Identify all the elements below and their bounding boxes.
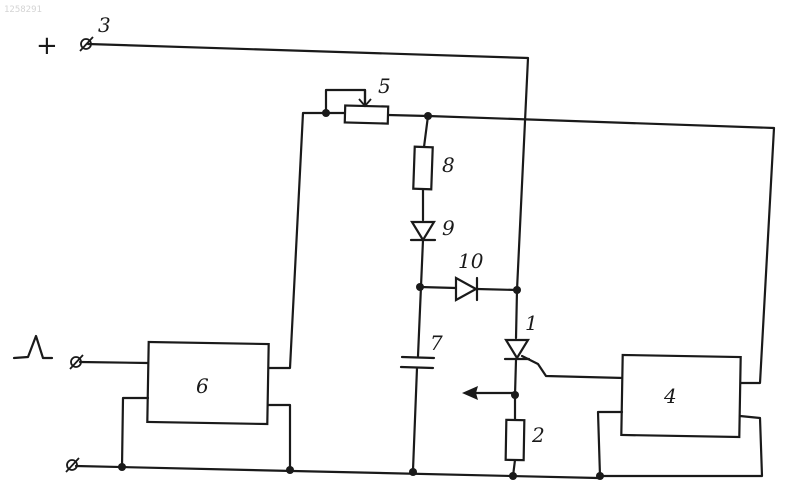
pulse-input-icon — [14, 336, 52, 358]
diode-9 — [411, 222, 435, 240]
plus-sign: + — [36, 31, 58, 61]
label-9: 9 — [442, 216, 455, 240]
terminal-input — [70, 355, 83, 369]
resistor-8 — [413, 147, 432, 190]
label-5: 5 — [378, 74, 391, 98]
junction-dot — [409, 468, 417, 476]
label-6: 6 — [196, 374, 209, 398]
junction-dot — [511, 391, 519, 399]
label-4: 4 — [663, 384, 677, 408]
junction-dot — [416, 283, 424, 291]
label-2: 2 — [531, 423, 545, 447]
label-10: 10 — [458, 249, 484, 273]
resistor-2 — [506, 420, 525, 460]
block-4 — [598, 355, 762, 476]
watermark: 1258291 — [4, 5, 42, 15]
junction-dot — [118, 463, 126, 471]
capacitor-7 — [401, 357, 434, 368]
diode-10 — [456, 278, 477, 300]
label-7: 7 — [430, 331, 443, 355]
junction-dot — [286, 466, 294, 474]
label-3: 3 — [98, 13, 111, 37]
label-1: 1 — [525, 311, 538, 335]
output-arrow — [462, 386, 515, 400]
label-8: 8 — [442, 153, 455, 177]
junction-dot — [509, 472, 517, 480]
common-wire — [76, 466, 598, 478]
junction-dot — [322, 109, 330, 117]
thyristor-1 — [505, 340, 624, 378]
terminal-common — [66, 458, 79, 472]
terminal-3 — [80, 37, 93, 51]
block-6 — [80, 342, 290, 470]
